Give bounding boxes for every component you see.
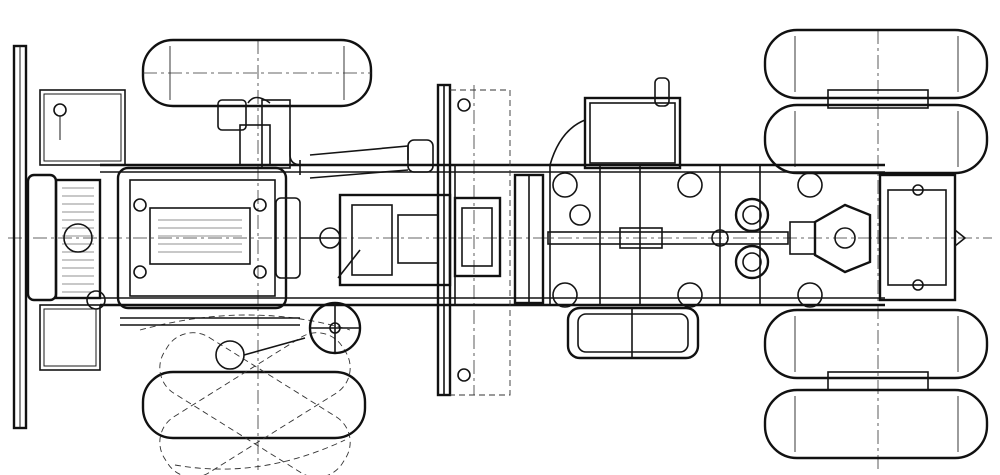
fuel-tank [549,77,682,170]
rear-crossmember [878,173,967,302]
steering-gear [120,317,306,370]
front-bumper [12,44,28,430]
gearbox [300,193,452,287]
air-cleaner [217,96,291,169]
exhaust-pipe [289,139,434,179]
front-wheel-bottom [139,314,367,475]
transfer-box [453,173,545,305]
rear-differential [789,203,872,274]
steering-wheel [308,301,362,355]
battery-box [566,306,700,360]
engine-block [116,166,301,310]
rear-wheels-bottom [763,308,989,460]
radiator [26,173,106,310]
front-wheel-top [141,38,373,108]
propeller-shaft [547,204,789,249]
centerlines [8,30,992,470]
front-fender-top [39,89,126,166]
frame-rails [100,163,885,307]
rear-wheels-top [763,28,989,175]
brake-chambers [734,197,770,280]
spring-hangers [552,172,823,308]
front-fender-bottom [39,304,101,371]
